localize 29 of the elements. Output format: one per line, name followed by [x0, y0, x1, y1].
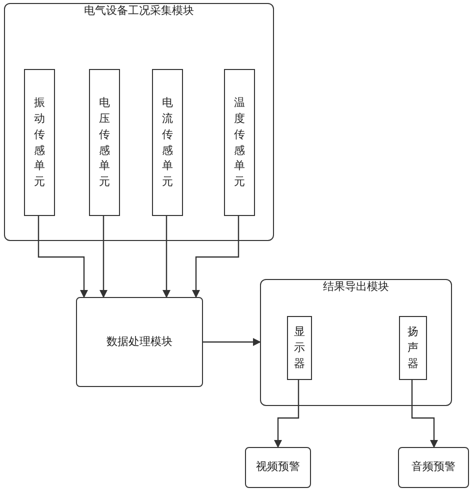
arrow	[38, 215, 88, 298]
process-label: 数据处理模块	[106, 334, 172, 350]
unit-box	[24, 69, 55, 216]
process-box	[245, 447, 311, 488]
arrow	[411, 379, 438, 448]
arrow	[203, 338, 261, 346]
unit-box	[224, 69, 255, 216]
module-title: 电气设备工况采集模块	[84, 4, 194, 18]
arrow	[192, 215, 240, 298]
arrow	[100, 215, 108, 298]
module-container	[4, 3, 274, 241]
unit-box	[287, 316, 312, 380]
unit-box	[152, 69, 183, 216]
unit-label: 温度传感单元	[234, 94, 245, 190]
module-container	[260, 279, 452, 406]
unit-box	[89, 69, 120, 216]
unit-label: 扬声器	[408, 324, 418, 372]
process-box	[398, 447, 469, 488]
arrow	[162, 215, 170, 298]
unit-label: 电流传感单元	[162, 94, 173, 190]
unit-box	[399, 316, 427, 380]
unit-label: 振动传感单元	[34, 94, 45, 190]
module-title: 结果导出模块	[323, 280, 389, 294]
process-box	[76, 297, 203, 387]
process-label: 视频预警	[256, 459, 300, 476]
arrow	[274, 379, 300, 448]
process-label: 音频预警	[412, 459, 456, 476]
unit-label: 显示器	[294, 324, 305, 372]
unit-label: 电压传感单元	[99, 94, 110, 190]
